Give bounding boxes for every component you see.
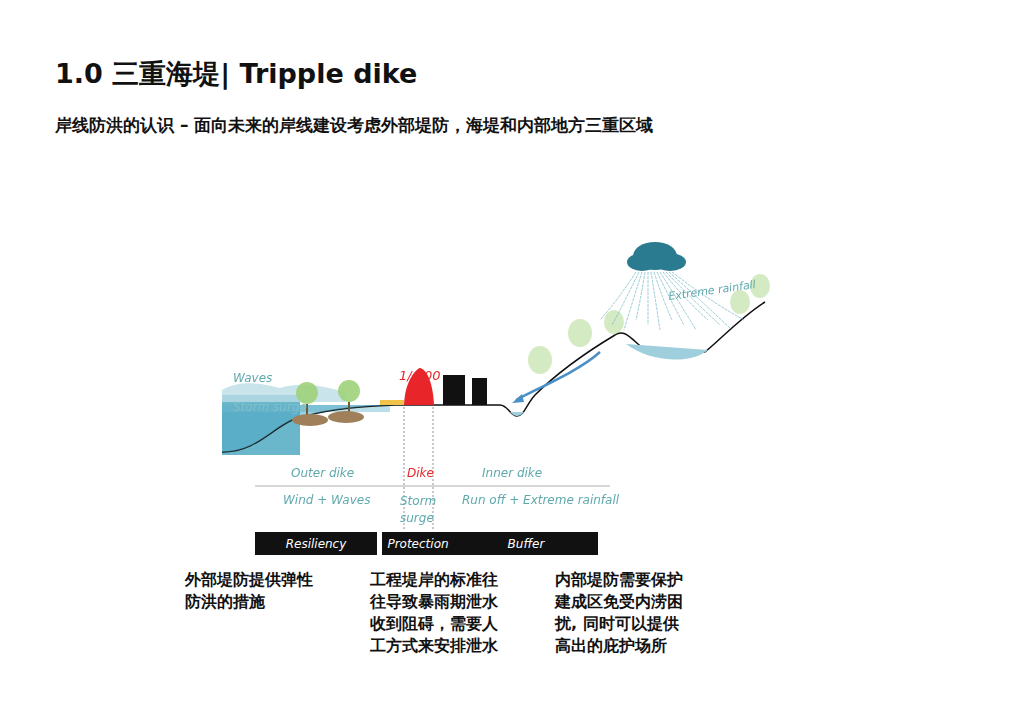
note: 内部堤防需要保护 建成区免受内涝困 扰, 同时可以提供 高出的庇护场所 bbox=[555, 569, 705, 657]
trees bbox=[296, 274, 770, 404]
note: 工程堤岸的标准往 往导致暴雨期泄水 收到阻碍，需要人 工方式来安排泄水 bbox=[370, 569, 520, 657]
rain-stroke bbox=[648, 272, 649, 325]
mound bbox=[328, 411, 364, 423]
label: Storm surge bbox=[400, 493, 440, 527]
runoff-arrow bbox=[516, 352, 600, 400]
label: Run off + Extreme rainfall bbox=[462, 493, 619, 507]
label: Inner dike bbox=[482, 466, 542, 480]
wave bbox=[222, 383, 345, 402]
note: 外部堤防提供弹性 防洪的措施 bbox=[185, 569, 335, 613]
retention-pond bbox=[626, 344, 708, 360]
building bbox=[443, 375, 465, 405]
zone-bar: Buffer bbox=[454, 532, 598, 555]
zone-line bbox=[255, 486, 610, 487]
label: Waves bbox=[233, 371, 272, 385]
arrow-head bbox=[512, 394, 524, 403]
label: Storm surge bbox=[233, 400, 307, 414]
rain-stroke bbox=[636, 272, 645, 320]
zone-bar: Resiliency bbox=[255, 532, 377, 555]
label: Dike bbox=[407, 466, 434, 480]
rain-stroke bbox=[600, 272, 636, 320]
bar-label: Protection bbox=[387, 537, 448, 551]
bar-label: Buffer bbox=[508, 537, 545, 551]
title: 1.0 三重海堤| Tripple dike bbox=[55, 56, 417, 92]
label: 1/ 200 bbox=[399, 368, 441, 383]
bar-label: Resiliency bbox=[286, 537, 347, 551]
cloud bbox=[627, 242, 686, 271]
rain-stroke bbox=[651, 272, 660, 330]
subtitle: 岸线防洪的认识 – 面向未来的岸线建设考虑外部堤防，海堤和内部地方三重区域 bbox=[55, 114, 653, 137]
rain-stroke bbox=[612, 272, 639, 325]
label: Outer dike bbox=[291, 466, 354, 480]
label: Wind + Waves bbox=[283, 493, 370, 507]
building bbox=[472, 378, 487, 405]
mound bbox=[292, 414, 328, 426]
rain-stroke bbox=[624, 272, 642, 330]
zone-bar: Protection bbox=[382, 532, 454, 555]
quay bbox=[380, 400, 404, 405]
ditch bbox=[510, 412, 524, 416]
